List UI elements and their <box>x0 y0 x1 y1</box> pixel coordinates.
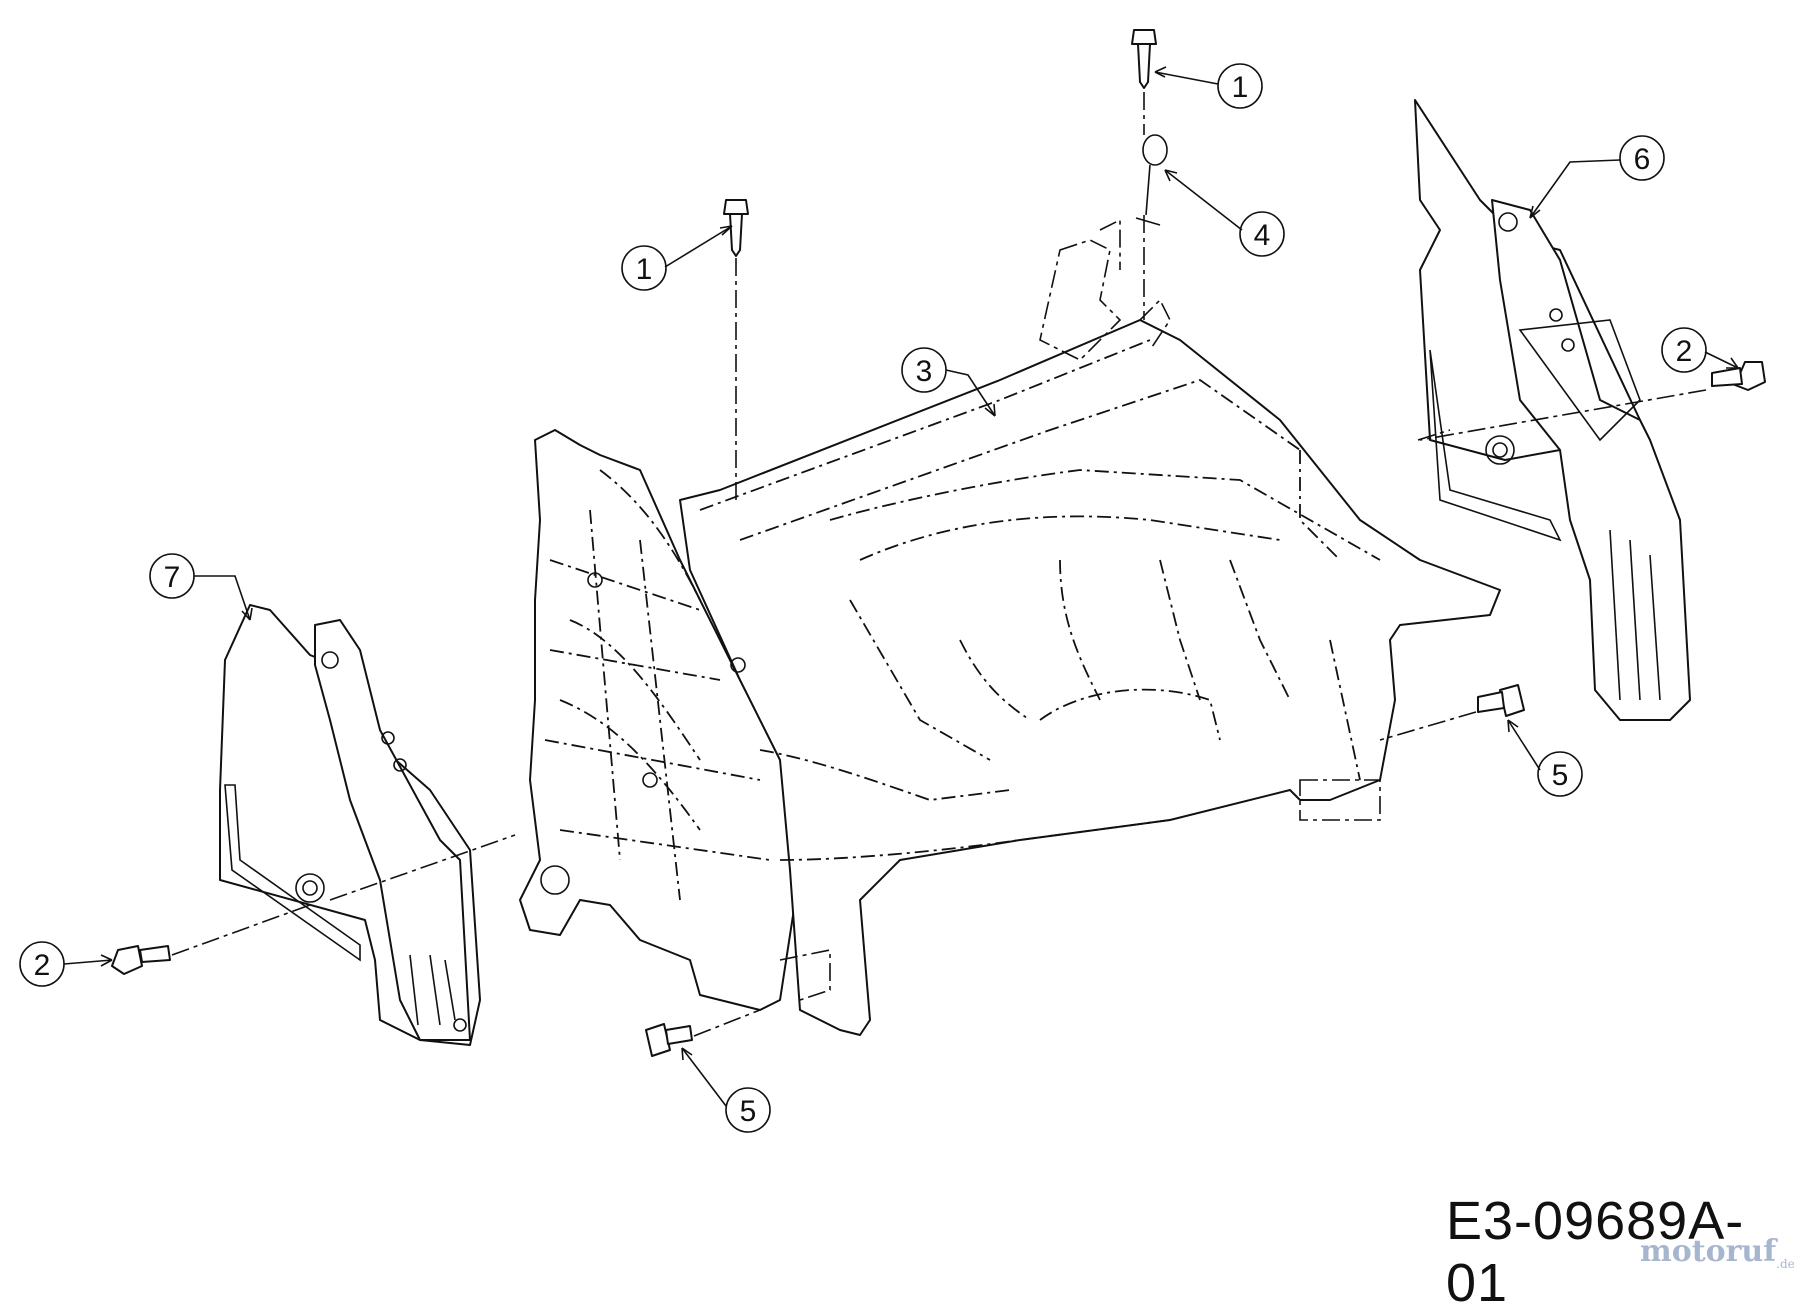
callout-1-right: 1 <box>1154 63 1263 109</box>
callout-4: 4 <box>1164 169 1285 257</box>
callout-2-left: 2 <box>19 941 113 987</box>
screw-part-1-right <box>1131 29 1157 320</box>
callout-label: 1 <box>1232 71 1249 104</box>
callout-2-right: 2 <box>1661 327 1739 373</box>
bolt-part-5-right <box>1379 684 1525 741</box>
bolt-part-2-right <box>1417 361 1766 441</box>
exploded-parts-diagram: 1 1 2 2 3 4 5 5 <box>19 29 1766 1133</box>
callout-label: 5 <box>1552 759 1569 792</box>
callout-label: 3 <box>916 355 933 388</box>
callout-label: 6 <box>1634 143 1651 176</box>
bolt-part-5-left <box>645 1009 761 1057</box>
callout-label: 5 <box>740 1095 757 1128</box>
main-housing-part-3 <box>519 218 1501 1036</box>
callout-3: 3 <box>901 347 996 417</box>
callout-label: 7 <box>164 561 181 594</box>
watermark-text: motoruf <box>1640 1234 1777 1269</box>
bolt-part-2-left <box>111 834 516 975</box>
callout-label: 1 <box>636 253 653 286</box>
callout-label: 2 <box>34 949 51 982</box>
callout-1-left: 1 <box>621 225 733 291</box>
callout-6: 6 <box>1529 135 1665 219</box>
callout-5-right: 5 <box>1507 719 1583 797</box>
callout-label: 2 <box>1676 335 1693 368</box>
screw-part-1-left <box>723 199 749 505</box>
watermark-logo: motoruf.de <box>1640 1234 1795 1271</box>
callout-5-left: 5 <box>681 1047 771 1133</box>
bracket-part-7 <box>219 604 481 1046</box>
watermark-suffix: .de <box>1776 1257 1795 1271</box>
callout-7: 7 <box>149 553 253 621</box>
callout-label: 4 <box>1254 219 1271 252</box>
bracket-part-6 <box>1414 99 1691 721</box>
pin-part-4 <box>1135 134 1168 226</box>
